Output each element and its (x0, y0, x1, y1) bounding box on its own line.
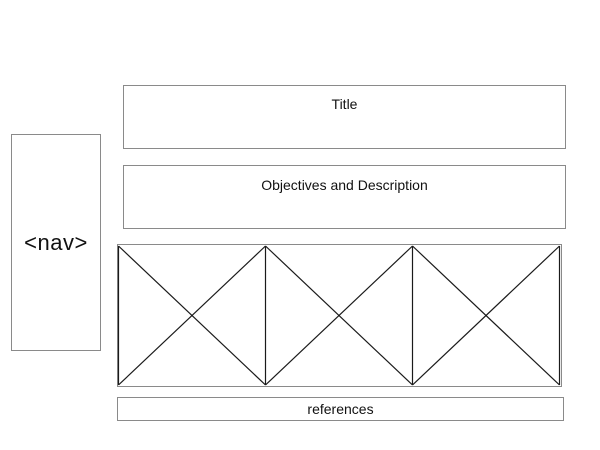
placeholder-diagonal-up (412, 245, 560, 386)
references-placeholder: references (117, 397, 564, 421)
image-placeholder-strip (117, 244, 562, 387)
title-placeholder: Title (123, 85, 566, 149)
objectives-description-label: Objectives and Description (261, 177, 428, 193)
nav-placeholder: <nav> (11, 134, 101, 351)
image-strip-frame (117, 244, 562, 387)
image-placeholder-cells (117, 245, 561, 386)
title-label: Title (331, 96, 358, 112)
placeholder-diagonal-up (265, 245, 413, 386)
objectives-description-placeholder: Objectives and Description (123, 165, 566, 229)
references-label: references (307, 401, 374, 417)
image-placeholder-3 (411, 245, 561, 386)
image-placeholder-1 (117, 245, 266, 386)
nav-label: <nav> (24, 229, 88, 255)
placeholder-diagonal-up (118, 245, 266, 386)
image-placeholder-2 (264, 245, 413, 386)
